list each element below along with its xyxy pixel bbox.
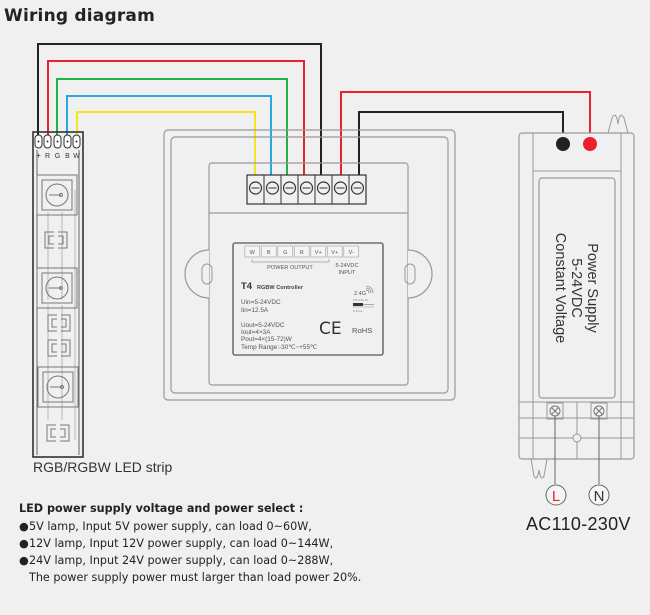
strip-pin-label-b: B xyxy=(65,153,70,160)
label-terminal-box: V- xyxy=(343,245,360,258)
wires xyxy=(37,43,591,185)
terminal-screw-g xyxy=(280,175,297,204)
label-terminal-text: G xyxy=(283,250,287,256)
label-terminal-text: B xyxy=(267,250,271,256)
psu-positive-terminal xyxy=(583,137,597,151)
terminal-screw-vplus xyxy=(314,175,331,204)
spec-uout: Uout=5-24VDC xyxy=(241,322,285,329)
spec-uin: Uin=5-24VDC xyxy=(241,299,281,306)
input-voltage-label: 5-24VDC xyxy=(335,263,358,269)
mounting-ear-right xyxy=(404,249,433,299)
live-label: L xyxy=(552,488,560,505)
note-text: 24V lamp, Input 24V power supply, can lo… xyxy=(29,554,334,567)
strip-pin-label-w: W xyxy=(73,153,80,160)
wireless-label: 2.4G xyxy=(354,291,366,297)
led-strip-label: RGB/RGBW LED strip xyxy=(33,459,173,475)
bullet-icon: ● xyxy=(19,537,29,550)
terminal-block xyxy=(246,174,367,205)
note-item: ●24V lamp, Input 24V power supply, can l… xyxy=(19,552,361,569)
resistor xyxy=(46,423,70,443)
strip-pins xyxy=(34,134,81,149)
bullet-icon: ● xyxy=(19,554,29,567)
label-terminal-box: V+ xyxy=(310,245,327,258)
wire-strip-icon xyxy=(353,303,374,308)
rohs-mark: RoHS xyxy=(352,326,372,335)
label-terminal-box: R xyxy=(293,245,310,258)
wire-plus xyxy=(37,43,322,185)
note-text: 12V lamp, Input 12V power supply, can lo… xyxy=(29,537,334,550)
power-output-label: POWER OUTPUT xyxy=(267,265,313,271)
power-selection-notes: LED power supply voltage and power selec… xyxy=(19,500,361,586)
terminal-screw-vplus xyxy=(331,175,348,204)
ac-input-label: AC110-230V xyxy=(526,514,631,534)
diagram-title: Wiring diagram xyxy=(4,6,155,26)
power-supply: Power Supply 5-24VDC Constant Voltage L … xyxy=(518,114,635,506)
led-chip xyxy=(36,174,78,216)
wire-yellow xyxy=(76,111,256,185)
led-chip xyxy=(36,267,78,309)
strip-pin-label-g: G xyxy=(55,153,60,160)
ce-mark: CE xyxy=(319,319,342,339)
label-terminal-box: W xyxy=(244,245,261,258)
terminal-screw-vminus xyxy=(348,175,365,204)
resistor xyxy=(47,338,71,358)
spec-temp-range: Temp Range:-30℃~+55℃ xyxy=(241,344,317,351)
led-chip xyxy=(37,366,79,408)
label-terminal-box: B xyxy=(260,245,277,258)
mounting-ear-left xyxy=(184,249,213,299)
resistor xyxy=(47,313,71,333)
note-tail: The power supply power must larger than … xyxy=(29,571,362,584)
note-text: 5V lamp, Input 5V power supply, can load… xyxy=(29,520,312,533)
label-terminal-text: V- xyxy=(349,250,354,256)
spec-pout: Pout=4×(15-72)W xyxy=(241,336,293,343)
spec-iout: Iout=4×3A xyxy=(241,329,271,336)
strip-pin-label-plus: + xyxy=(36,151,41,160)
label-terminals: W B G R V+ V+ V- xyxy=(244,245,360,258)
label-terminal-text: R xyxy=(300,250,304,256)
psu-negative-terminal xyxy=(556,137,570,151)
wire-green xyxy=(56,78,288,185)
notes-heading: LED power supply voltage and power selec… xyxy=(19,502,304,515)
strip-pin-r xyxy=(43,134,52,149)
wire-spec-gauge: 0.5-2.5mm² xyxy=(353,298,368,302)
led-strip: + R G B W xyxy=(32,131,84,458)
wire-spec-strip-length: 6-7mm xyxy=(353,309,363,313)
terminal-screw-r xyxy=(297,175,314,204)
psu-label-type: Constant Voltage xyxy=(552,233,568,343)
wire-psu-positive xyxy=(340,91,591,185)
wire-psu-negative xyxy=(358,111,564,185)
input-label: INPUT xyxy=(339,270,356,276)
wifi-signal-icon xyxy=(365,285,374,294)
note-item: ●5V lamp, Input 5V power supply, can loa… xyxy=(19,518,361,535)
resistor xyxy=(44,230,68,250)
strip-pin-g xyxy=(53,134,62,149)
label-terminal-text: V+ xyxy=(331,250,338,256)
bullet-icon: ● xyxy=(19,520,29,533)
strip-pin-plus xyxy=(34,134,43,149)
psu-label-title: Power Supply xyxy=(584,243,600,333)
terminal-screw-w xyxy=(248,181,263,195)
note-item: ●12V lamp, Input 12V power supply, can l… xyxy=(19,535,361,552)
neutral-label: N xyxy=(594,488,605,505)
controller: W B G R V+ V+ V- POWER OUTPUT 5-24VDC INPUT T4… xyxy=(163,129,456,401)
strip-pin-b xyxy=(63,134,72,149)
label-terminal-text: V+ xyxy=(315,250,322,256)
model-name: T4 xyxy=(241,281,253,292)
psu-label-voltage: 5-24VDC xyxy=(568,258,584,318)
strip-pin-w xyxy=(72,134,81,149)
spec-iin: Iin=12.5A xyxy=(241,307,269,314)
label-terminal-box: G xyxy=(277,245,294,258)
model-description: RGBW Controller xyxy=(257,285,304,291)
terminal-screw-b xyxy=(263,175,280,204)
wire-red xyxy=(47,60,305,185)
label-terminal-text: W xyxy=(250,250,256,256)
strip-pin-label-r: R xyxy=(45,153,50,160)
label-terminal-box: V+ xyxy=(326,245,343,258)
wire-blue xyxy=(66,95,272,185)
